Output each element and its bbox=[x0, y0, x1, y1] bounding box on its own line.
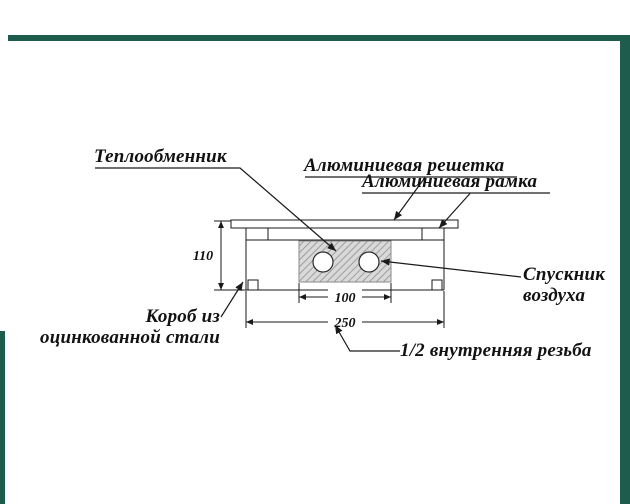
page-border-top bbox=[8, 35, 630, 41]
box-foot-left bbox=[247, 279, 259, 291]
box-foot-right bbox=[431, 279, 443, 291]
page-border-left bbox=[0, 331, 5, 504]
leader-heat-exchanger bbox=[95, 167, 337, 252]
leader-inner-thread bbox=[334, 324, 400, 352]
leader-lines bbox=[95, 167, 550, 352]
label-heat-exchanger: Теплообменник bbox=[94, 146, 227, 167]
leader-aluminum-frame bbox=[438, 193, 471, 229]
label-steel-box-line2: оцинкованной стали bbox=[40, 327, 220, 348]
label-inner-thread: 1/2 внутренняя резьба bbox=[400, 340, 592, 361]
aluminum-frame-caps bbox=[245, 227, 445, 241]
label-steel-box-line1: Короб из bbox=[145, 306, 220, 327]
label-air-vent: Спускник воздуха bbox=[523, 264, 605, 306]
label-aluminum-frame: Алюминиевая рамка bbox=[362, 171, 538, 192]
dimension-exchanger-width: 100 bbox=[298, 283, 392, 306]
leader-steel-box bbox=[220, 281, 244, 318]
page-border-right bbox=[620, 35, 630, 504]
leader-air-vent bbox=[380, 258, 522, 278]
pipe-right bbox=[358, 251, 380, 273]
frame-cap-right bbox=[421, 227, 445, 241]
pipe-left bbox=[312, 251, 334, 273]
label-air-vent-line2: воздуха bbox=[523, 285, 586, 306]
dimension-height-value: 110 bbox=[193, 249, 213, 264]
steel-box-shape bbox=[245, 239, 445, 291]
dimension-exchanger-width-value: 100 bbox=[335, 291, 356, 306]
dimension-height: 110 bbox=[193, 220, 246, 291]
aluminum-grille-shape bbox=[230, 219, 459, 229]
label-steel-box: Короб из оцинкованной стали bbox=[28, 306, 220, 348]
frame-cap-left bbox=[245, 227, 269, 241]
label-aluminum-grille: Алюминиевая решетка bbox=[304, 155, 505, 176]
leader-aluminum-grille bbox=[393, 177, 426, 221]
label-air-vent-line1: Спускник bbox=[523, 264, 606, 285]
